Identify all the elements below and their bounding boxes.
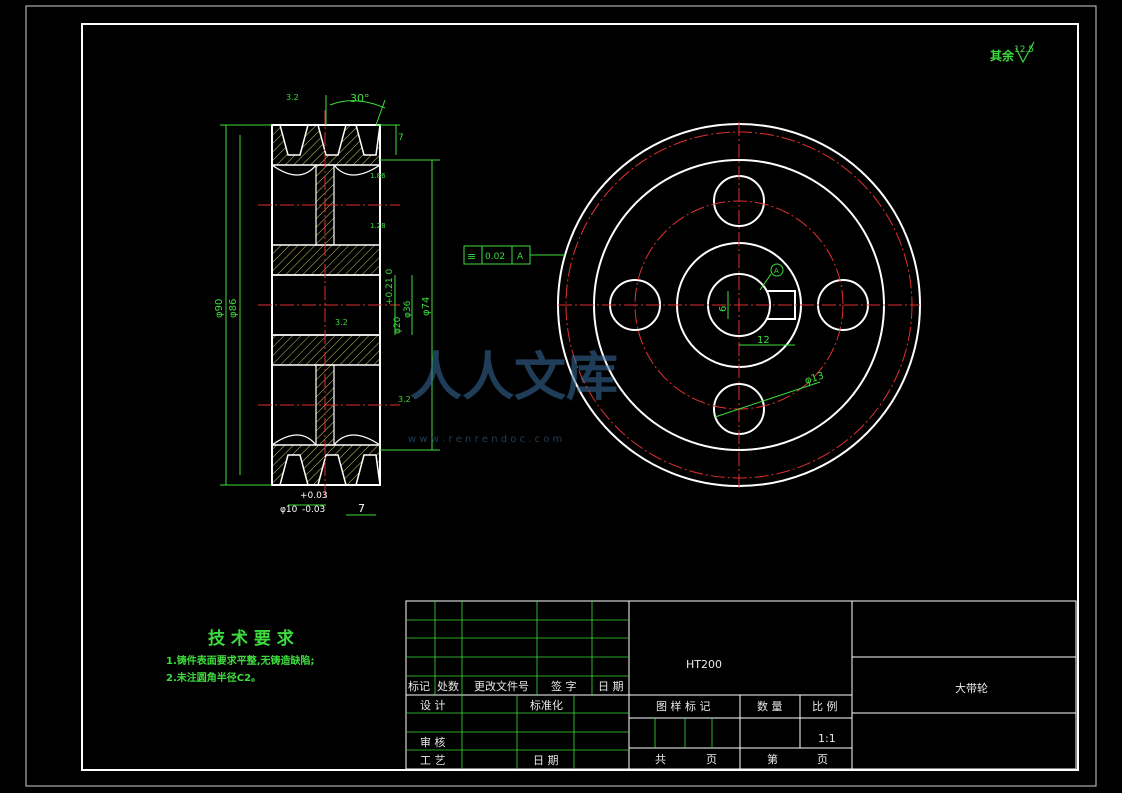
roughness-mid: 3.2 <box>335 318 348 327</box>
dim-outer-diameter: φ90 <box>214 299 225 318</box>
roughness-symbol-icon <box>1015 41 1035 64</box>
watermark-url: w w w . r e n r e n d o c . c o m <box>408 434 562 445</box>
surface-finish-note: 其余 12.5 <box>990 41 1035 64</box>
tb-standardize: 标准化 <box>530 698 563 712</box>
tb-material: HT200 <box>686 658 722 671</box>
tb-rev-mark: 标记 <box>408 679 430 693</box>
tb-sheet: 第 <box>767 752 778 766</box>
tech-req-item-1: 1.铸件表面要求平整,无铸造缺陷; <box>166 654 315 667</box>
dim-key-depth: 12 <box>757 335 770 346</box>
side-section-view: 30° 3.2 7 1.86 1.28 3.2 3.2 φ90 φ86 +0.2… <box>214 92 440 516</box>
tech-req-item-2: 2.未注圆角半径C2。 <box>166 671 261 684</box>
groove-angle-label: 30° <box>350 92 370 105</box>
dim-top-7: 7 <box>398 133 404 143</box>
tb-part-name: 大带轮 <box>955 681 988 695</box>
bevel-1: 1.86 <box>370 172 386 180</box>
geometric-tolerance-frame: ≡ 0.02 A <box>463 245 565 265</box>
tb-scale-value: 1:1 <box>818 732 836 745</box>
title-block: 标记 处数 更改文件号 签 字 日 期 设 计 标准化 审 核 工 艺 日 期 … <box>405 600 1077 770</box>
tolerance-value: 0.02 <box>485 252 505 262</box>
finish-value: 12.5 <box>1014 45 1034 55</box>
tech-req-heading: 技 术 要 求 <box>208 628 294 649</box>
tb-rev-file: 更改文件号 <box>474 679 529 693</box>
tb-rev-date: 日 期 <box>598 680 624 693</box>
front-view: ≡ 0.02 A A 6 12 φ13 <box>463 122 921 488</box>
tb-process: 工 艺 <box>420 754 446 767</box>
outer-border <box>25 5 1097 787</box>
bevel-2: 1.28 <box>370 222 386 230</box>
technical-requirements: 技 术 要 求 1.铸件表面要求平整,无铸造缺陷; 2.未注圆角半径C2。 <box>166 628 315 684</box>
datum-marker-icon <box>770 263 784 277</box>
dim-groove-diameter: φ74 <box>421 297 432 316</box>
dim-groove-base: φ10 <box>280 505 298 515</box>
inner-frame <box>81 23 1079 771</box>
dim-pitch-diameter: φ86 <box>228 299 239 318</box>
datum-marker-label: A <box>774 267 779 275</box>
tb-stage-mark: 图 样 标 记 <box>656 699 711 713</box>
dim-key-width: 6 <box>718 306 729 312</box>
tb-rev-sign: 签 字 <box>551 679 577 693</box>
roughness-top: 3.2 <box>286 93 299 102</box>
dim-bore-tolerance: +0.21 0 <box>385 269 395 305</box>
finish-prefix: 其余 <box>990 48 1015 63</box>
roughness-right: 3.2 <box>398 395 411 404</box>
tb-page-1: 页 <box>706 753 717 766</box>
tb-date: 日 期 <box>533 754 559 767</box>
tolerance-datum: A <box>517 252 524 262</box>
tb-check: 审 核 <box>420 735 446 749</box>
tb-weight: 数 量 <box>757 700 783 713</box>
tb-total: 共 <box>655 753 666 766</box>
watermark-title: 人人文库 <box>410 348 618 408</box>
tb-design: 设 计 <box>420 699 446 712</box>
watermark: 人人文库 w w w . r e n r e n d o c . c o m <box>408 348 618 445</box>
dim-groove-width: 7 <box>358 502 365 515</box>
dim-bore-diameter: φ36 <box>403 300 413 318</box>
dim-hub-diameter: φ20 <box>393 316 403 334</box>
tb-page-2: 页 <box>817 753 828 766</box>
tb-scale: 比 例 <box>812 699 838 713</box>
dim-hole-diameter: φ13 <box>804 370 826 386</box>
dim-tol-upper: +0.03 <box>300 491 328 501</box>
symmetry-symbol-icon: ≡ <box>467 250 476 263</box>
tb-rev-count: 处数 <box>437 680 459 693</box>
dim-tol-lower: -0.03 <box>302 505 325 515</box>
